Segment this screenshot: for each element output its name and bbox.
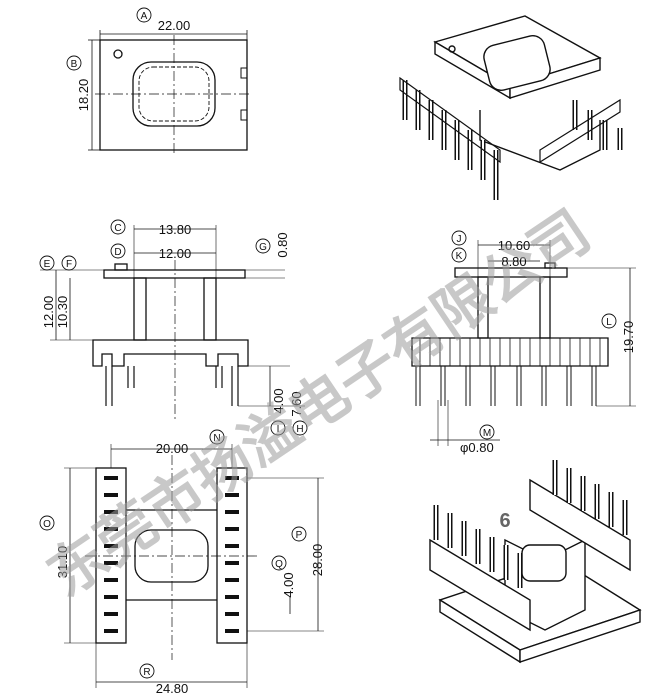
label-g-circle [255, 238, 271, 254]
figure-number: 6 [499, 510, 510, 532]
dim-h-value: 7.60 [289, 391, 304, 416]
dim-c-value: 13.80 [159, 222, 192, 237]
label-c: C [114, 223, 121, 234]
label-p-circle [291, 526, 307, 542]
top-view-hole [113, 49, 123, 59]
label-j: J [457, 234, 462, 245]
label-e: E [44, 259, 51, 270]
label-n: N [213, 433, 220, 444]
iso-view-bottom [429, 460, 642, 664]
iso-top-window [483, 35, 551, 91]
dim-p-value: 28.00 [310, 544, 325, 577]
front-view-labels: C 13.80 D 12.00 E F 12.00 10.30 G 0.80 4… [39, 219, 308, 436]
dim-e-value: 12.00 [41, 296, 56, 329]
iso-top-body [479, 110, 601, 171]
dim-j-value: 10.60 [498, 238, 531, 253]
top-view-labels: A 22.00 B 18.20 [66, 7, 191, 112]
label-a: A [141, 11, 148, 22]
label-r-circle [139, 663, 155, 679]
bottom-center-body [126, 509, 217, 601]
bottom-view [64, 444, 324, 688]
label-a-circle [136, 7, 152, 23]
dim-r-value: 24.80 [156, 681, 189, 696]
label-c-circle [110, 219, 126, 235]
dim-k-value: 8.80 [501, 254, 526, 269]
front-core-right [203, 277, 217, 341]
label-i: I [277, 424, 280, 435]
side-view [411, 240, 636, 446]
iso-top-flange-side [509, 57, 601, 99]
side-base-slots [419, 338, 601, 366]
label-d-circle [110, 243, 126, 259]
dim-i-value: 4.00 [271, 388, 286, 413]
label-j-circle [451, 230, 467, 246]
top-view-notches [240, 67, 247, 121]
label-e-circle [39, 255, 55, 271]
front-view [40, 225, 305, 420]
dim-d-value: 12.00 [159, 246, 192, 261]
label-m-circle [479, 424, 495, 440]
side-base [411, 337, 609, 367]
label-d: D [114, 247, 121, 258]
front-top-flange [103, 269, 246, 279]
label-h-circle [292, 420, 308, 436]
label-k-circle [451, 247, 467, 263]
iso-bottom-pins-left-inner [435, 505, 521, 588]
label-i-circle [270, 420, 286, 436]
iso-top-hole [448, 45, 456, 53]
side-view-labels: J 10.60 K 8.80 L 19.70 M φ0.80 [451, 230, 636, 455]
dim-a-value: 22.00 [158, 18, 191, 33]
dim-g-value: 0.80 [275, 232, 290, 257]
top-view [88, 30, 252, 155]
bottom-right-slots [225, 476, 239, 633]
side-top-flange [454, 267, 568, 278]
iso-bottom-window [521, 544, 567, 582]
iso-top-pins-right-inner [574, 100, 621, 150]
label-l-circle [601, 313, 617, 329]
dim-b-value: 18.20 [76, 79, 91, 112]
dim-m-value: φ0.80 [460, 440, 494, 455]
label-n-circle [209, 429, 225, 445]
iso-bottom-pins-right-inner [554, 460, 626, 535]
dim-q-value: 4.00 [281, 572, 296, 597]
label-b: B [71, 59, 78, 70]
iso-bottom-left-rail [429, 538, 531, 632]
iso-top-rail [399, 76, 621, 164]
dim-l-value: 19.70 [621, 321, 636, 354]
label-f-circle [61, 255, 77, 271]
front-core-left [133, 277, 147, 341]
label-l: L [606, 317, 612, 328]
label-k: K [456, 251, 463, 262]
front-nub [114, 263, 128, 271]
front-pins [105, 366, 239, 406]
label-q-circle [271, 555, 287, 571]
dim-o-value: 31.10 [55, 546, 70, 579]
dim-f-value: 10.30 [55, 296, 70, 329]
label-p: P [296, 530, 303, 541]
label-o: O [43, 519, 51, 530]
label-g: G [259, 242, 267, 253]
iso-bottom-base-side [519, 609, 641, 663]
label-b-circle [66, 55, 82, 71]
label-h: H [296, 424, 303, 435]
iso-top-pins-left-inner [404, 80, 497, 200]
bottom-left-slots [104, 476, 118, 633]
label-r: R [143, 667, 150, 678]
label-o-circle [39, 515, 55, 531]
side-pins [415, 366, 597, 406]
label-q: Q [275, 559, 283, 570]
iso-top-pins-right [572, 100, 623, 150]
top-view-body [99, 39, 248, 151]
dim-n-value: 20.00 [156, 441, 189, 456]
iso-view-top [399, 15, 623, 200]
iso-bottom-right-rail [529, 478, 631, 572]
label-m: M [483, 428, 491, 439]
label-f: F [66, 259, 72, 270]
front-base [92, 339, 249, 367]
bottom-view-labels: 20.00 N O 31.10 P 28.00 Q 4.00 R 24.80 [39, 429, 325, 696]
